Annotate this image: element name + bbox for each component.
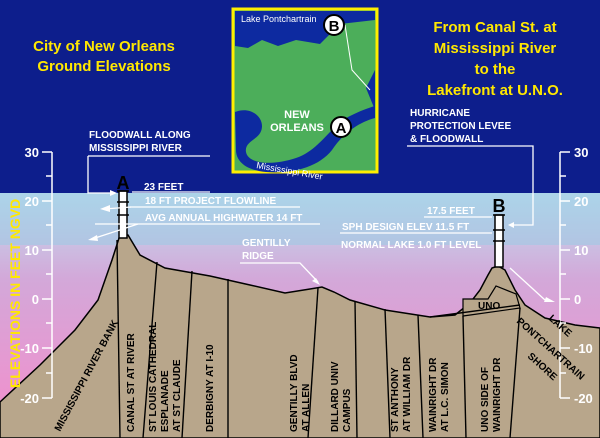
- tick-left-30: 30: [25, 145, 39, 160]
- tick-left-minus20: -20: [20, 391, 39, 406]
- loc-derbigny: DERBIGNY AT I-10: [205, 344, 216, 432]
- loc-esplanade: ESPLANADE: [160, 370, 171, 432]
- levee-line1: HURRICANE: [410, 108, 470, 119]
- title-right-line1: From Canal St. at: [433, 19, 556, 36]
- loc-st-louis-cathedral: ST LOUIS CATHEDRAL: [148, 322, 159, 432]
- loc-canal-st: CANAL ST AT RIVER: [126, 333, 137, 432]
- tick-right-0: 0: [574, 292, 581, 307]
- title-left-line1: City of New Orleans: [33, 38, 175, 55]
- loc-dillard-univ: DILLARD UNIV: [330, 361, 341, 432]
- inset-lake-label: Lake Pontchartrain: [241, 14, 317, 24]
- tick-right-10: 10: [574, 243, 588, 258]
- loc-at-william-dr: AT WILLIAM DR: [402, 356, 413, 432]
- title-right-line2: Mississippi River: [434, 40, 557, 57]
- title-left-line2: Ground Elevations: [37, 58, 170, 75]
- loc-wainright-dr: WAINRIGHT DR: [428, 357, 439, 432]
- gentilly-leader: [240, 262, 319, 283]
- inset-marker-a: A: [336, 120, 347, 137]
- inset-map: B A Lake Pontchartrain NEW ORLEANS Missi…: [231, 7, 379, 182]
- inset-map-east-water: [366, 70, 375, 110]
- gentilly-line1: GENTILLY: [242, 238, 291, 249]
- highwater-label: AVG ANNUAL HIGHWATER 14 FT: [145, 213, 302, 224]
- levee-line3: & FLOODWALL: [410, 134, 483, 145]
- floodwall-leader: [87, 155, 210, 194]
- y-ticks-right: 30 20 10 0 -10 -20: [574, 145, 593, 406]
- tick-right-minus20: -20: [574, 391, 593, 406]
- marker-a-post: [117, 190, 129, 239]
- y-axis-right: [559, 151, 570, 399]
- loc-uno-side-of: UNO SIDE OF: [480, 367, 491, 432]
- normal-lake-label: NORMAL LAKE 1.0 FT LEVEL: [341, 240, 481, 251]
- sph-label: SPH DESIGN ELEV 11.5 FT: [342, 222, 469, 233]
- inset-city-label-2: ORLEANS: [270, 122, 324, 134]
- uno-label: UNO: [478, 301, 500, 312]
- title-right: From Canal St. at Mississippi River to t…: [427, 19, 563, 99]
- tick-right-20: 20: [574, 194, 588, 209]
- loc-at-st-claude: AT ST CLAUDE: [172, 359, 183, 432]
- inset-map-river: [235, 106, 375, 173]
- tick-right-30: 30: [574, 145, 588, 160]
- loc-at-lc-simon: AT L.C. SIMON: [440, 362, 451, 432]
- y-ticks-left: 30 20 10 0 -10 -20: [20, 145, 39, 406]
- y-axis-left: [42, 151, 53, 399]
- arrow-shafts: [91, 206, 139, 240]
- tick-left-0: 0: [32, 292, 39, 307]
- levee-leader: [407, 145, 534, 226]
- gentilly-line2: RIDGE: [242, 251, 274, 262]
- inset-city-label-1: NEW: [284, 109, 310, 121]
- normal-lake-leader: [509, 267, 546, 301]
- marker-b-post: [493, 214, 505, 268]
- tick-left-minus10: -10: [20, 341, 39, 356]
- loc-campus: CAMPUS: [342, 388, 353, 432]
- flowline-label: 18 FT PROJECT FLOWLINE: [145, 196, 276, 207]
- ground-dividers: [116, 239, 521, 438]
- annotation-lines: [87, 145, 546, 301]
- inset-marker-a-circle: [330, 116, 352, 138]
- ground-profile: [0, 234, 600, 438]
- title-right-line3: to the: [475, 61, 516, 78]
- tick-left-20: 20: [25, 194, 39, 209]
- title-right-line4: Lakefront at U.N.O.: [427, 82, 563, 99]
- feet-23-label: 23 FEET: [144, 182, 183, 193]
- loc-gentilly-blvd: GENTILLY BLVD: [289, 354, 300, 432]
- title-left: City of New Orleans Ground Elevations: [33, 38, 175, 75]
- loc-wainright-dr-2: WAINRIGHT DR: [492, 357, 503, 432]
- inset-marker-b: B: [329, 18, 340, 35]
- floodwall-line2: MISSISSIPPI RIVER: [89, 143, 183, 154]
- tick-left-10: 10: [25, 243, 39, 258]
- marker-a: A: [117, 173, 130, 193]
- levee-line2: PROTECTION LEVEE: [410, 121, 511, 132]
- y-axis-label: ELEVATIONS IN FEET NGVD: [7, 199, 23, 388]
- tick-right-minus10: -10: [574, 341, 593, 356]
- loc-st-anthony: ST ANTHONY: [390, 367, 401, 432]
- floodwall-line1: FLOODWALL ALONG: [89, 130, 191, 141]
- loc-at-allen: AT ALLEN: [301, 384, 312, 432]
- inset-marker-b-circle: [323, 14, 345, 36]
- annotations: FLOODWALL ALONG MISSISSIPPI RIVER 23 FEE…: [89, 108, 511, 312]
- feet-17-5-label: 17.5 FEET: [427, 206, 475, 217]
- marker-b: B: [493, 196, 506, 216]
- inset-map-road: [344, 24, 371, 91]
